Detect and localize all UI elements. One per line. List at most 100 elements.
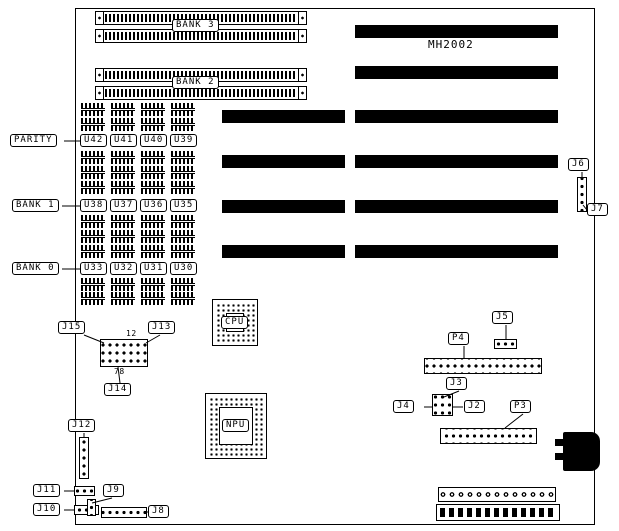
simm-socket <box>95 11 307 25</box>
j5-connector <box>494 339 517 349</box>
label-j3: J3 <box>446 377 467 390</box>
memory-chip <box>81 118 105 131</box>
memory-chip <box>111 292 135 305</box>
isa-slot <box>355 200 558 213</box>
label-u32: U32 <box>110 262 138 275</box>
label-u31: U31 <box>140 262 168 275</box>
memory-chip <box>81 215 105 228</box>
memory-chip-row <box>81 166 195 179</box>
isa-slot <box>355 155 558 168</box>
j14-header-block <box>100 339 148 367</box>
label-j12: J12 <box>68 419 96 432</box>
socket-endcap <box>298 30 306 42</box>
label-j5: J5 <box>492 311 513 324</box>
j3-header-block <box>432 394 453 416</box>
memory-chip <box>141 166 165 179</box>
isa-slot <box>222 110 345 123</box>
memory-chip <box>141 278 165 291</box>
memory-chip <box>141 245 165 258</box>
memory-chip <box>81 292 105 305</box>
memory-chip <box>111 230 135 243</box>
label-j11: J11 <box>33 484 61 497</box>
label-bank3: BANK 3 <box>172 19 219 32</box>
label-j7: J7 <box>587 203 608 216</box>
memory-chip <box>111 103 135 116</box>
memory-chip <box>141 151 165 164</box>
isa-slot <box>355 66 558 79</box>
memory-chip <box>141 215 165 228</box>
memory-chip-row <box>81 245 195 258</box>
label-u40: U40 <box>140 134 168 147</box>
label-parity: PARITY <box>10 134 57 147</box>
memory-chip <box>111 151 135 164</box>
memory-chip <box>111 215 135 228</box>
memory-chip <box>171 215 195 228</box>
memory-chip <box>81 103 105 116</box>
memory-chip <box>81 166 105 179</box>
label-u37: U37 <box>110 199 138 212</box>
p3-connector <box>440 428 537 444</box>
memory-chip <box>111 118 135 131</box>
label-p4: P4 <box>448 332 469 345</box>
keyboard-connector-tab <box>555 453 563 460</box>
memory-chip-row <box>81 278 195 291</box>
j10-connector <box>74 505 99 515</box>
memory-chip-row <box>81 215 195 228</box>
label-j9: J9 <box>103 484 124 497</box>
label-p3: P3 <box>510 400 531 413</box>
keyboard-din-connector <box>563 432 600 471</box>
socket-endcap <box>96 30 104 42</box>
label-u42: U42 <box>80 134 108 147</box>
label-j2: J2 <box>464 400 485 413</box>
label-j13: J13 <box>148 321 176 334</box>
memory-chip <box>171 245 195 258</box>
label-j6: J6 <box>568 158 589 171</box>
memory-chip <box>111 245 135 258</box>
p4-connector <box>424 358 542 374</box>
label-bank1: BANK 1 <box>12 199 59 212</box>
j6-j7-header <box>577 177 587 212</box>
pin-number-12: 12 <box>126 329 137 338</box>
memory-chip <box>141 181 165 194</box>
memory-chip <box>171 278 195 291</box>
memory-chip <box>171 181 195 194</box>
memory-chip <box>171 292 195 305</box>
label-j4: J4 <box>393 400 414 413</box>
board-model-text: MH2002 <box>428 38 474 51</box>
label-npu: NPU <box>222 419 250 432</box>
memory-chip <box>81 245 105 258</box>
socket-pins <box>105 71 297 79</box>
socket-pins <box>105 14 297 22</box>
label-bank2: BANK 2 <box>172 76 219 89</box>
j11-connector <box>74 486 95 496</box>
socket-pins <box>105 89 297 97</box>
memory-chip <box>171 230 195 243</box>
memory-chip <box>111 166 135 179</box>
isa-slot <box>222 200 345 213</box>
memory-chip <box>141 292 165 305</box>
memory-chip <box>81 151 105 164</box>
label-u39: U39 <box>170 134 198 147</box>
memory-chip <box>141 230 165 243</box>
memory-chip-row <box>81 151 195 164</box>
memory-chip-row <box>81 230 195 243</box>
socket-endcap <box>298 69 306 81</box>
j12-header <box>79 437 89 479</box>
j8-header <box>101 507 147 518</box>
socket-pins <box>105 32 297 40</box>
memory-chip <box>171 103 195 116</box>
memory-chip <box>171 151 195 164</box>
label-u38: U38 <box>80 199 108 212</box>
power-connector-p1 <box>438 487 556 502</box>
memory-chip <box>111 278 135 291</box>
memory-chip <box>171 166 195 179</box>
socket-endcap <box>96 69 104 81</box>
memory-chip <box>141 103 165 116</box>
label-j15: J15 <box>58 321 86 334</box>
label-u33: U33 <box>80 262 108 275</box>
label-u35: U35 <box>170 199 198 212</box>
label-j10: J10 <box>33 503 61 516</box>
isa-slot <box>222 155 345 168</box>
socket-endcap <box>96 12 104 24</box>
